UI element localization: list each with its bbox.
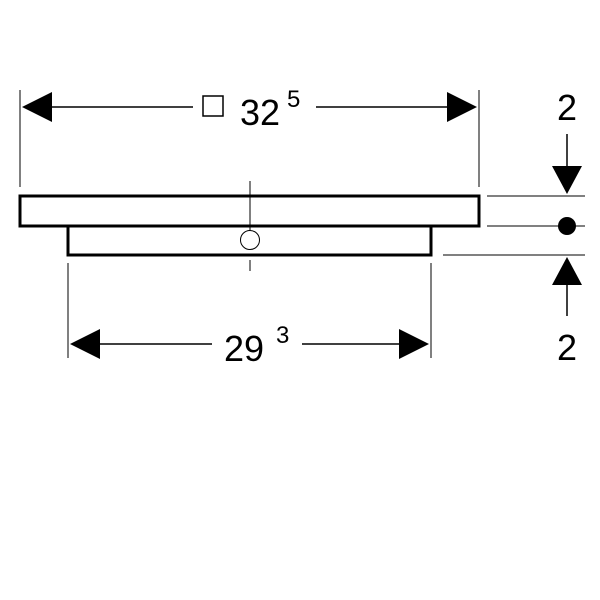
top-arrowhead-left (22, 92, 52, 122)
right-arrowhead-bottom (552, 257, 582, 285)
center-circle-icon (240, 230, 260, 250)
lower-body (66, 226, 433, 257)
top-dimension-superscript: 5 (287, 86, 300, 113)
bottom-dimension-superscript: 3 (276, 322, 289, 349)
center-dot-icon (558, 217, 576, 235)
bottom-dimension-value: 29 (224, 328, 264, 369)
right-arrowhead-top (552, 166, 582, 194)
bottom-arrowhead-right (399, 329, 429, 359)
right-dimensions: 2 2 (443, 87, 585, 368)
bottom-arrowhead-left (70, 329, 100, 359)
right-dimension-top-value: 2 (557, 87, 577, 128)
top-arrowhead-right (447, 92, 477, 122)
right-dimension-bottom-value: 2 (557, 327, 577, 368)
top-dimension-value: 32 (240, 92, 280, 133)
bottom-dimension: 29 3 (67, 263, 432, 369)
square-icon (202, 95, 224, 117)
top-dimension: 32 5 (19, 86, 480, 187)
part-outline (18, 181, 481, 271)
